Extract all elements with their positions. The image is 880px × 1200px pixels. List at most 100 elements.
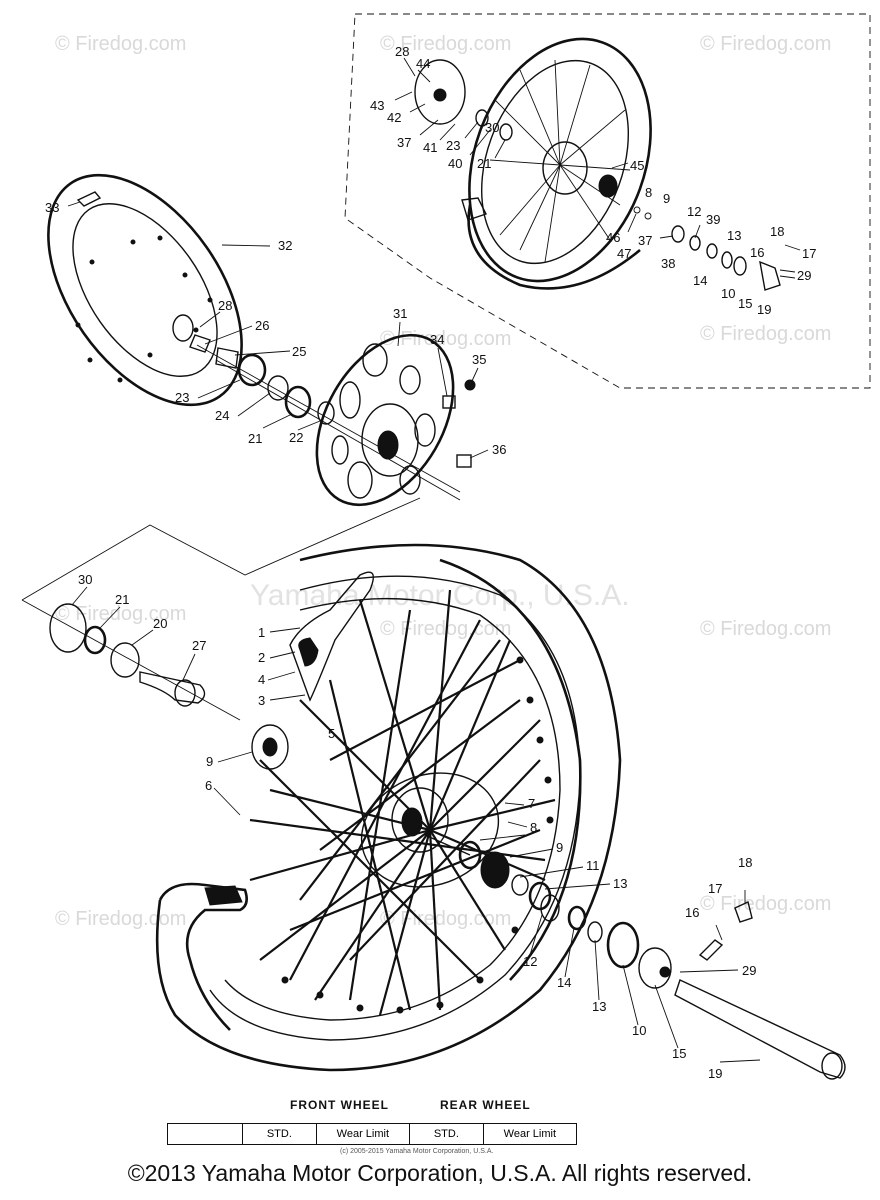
callout-9b: 9: [556, 840, 563, 855]
callout-18: 18: [738, 855, 752, 870]
callout-34: 34: [430, 332, 444, 347]
watermark-text: © Firedog.com: [380, 908, 511, 930]
bearing-9-right: [480, 851, 510, 889]
oil-seal-23: [237, 353, 267, 387]
o-ring-30: [49, 603, 87, 653]
callout-13: 13: [613, 876, 627, 891]
rear-tire-cut: [461, 197, 487, 221]
callout-33: 33: [45, 200, 59, 215]
callout-43: 43: [370, 98, 384, 113]
watermark-text: © Firedog.com: [380, 33, 511, 55]
callout-31: 31: [393, 306, 407, 321]
front-spokes: [249, 589, 556, 1016]
front-rim-inner: [224, 597, 561, 1021]
leader-bracket: [21, 497, 421, 601]
callout-21: 21: [248, 431, 262, 446]
callout-28: 28: [218, 298, 232, 313]
front-rim-outer: [209, 575, 581, 1041]
callout-10: 10: [632, 1023, 646, 1038]
callout-10: 10: [721, 286, 735, 301]
brake-disc-assembly: 33 32 28 26 25 31 34 35 23 24 21 22 36: [45, 173, 506, 507]
callout-25: 25: [292, 344, 306, 359]
brake-disc-outer: [47, 173, 243, 407]
callout-32: 32: [278, 238, 292, 253]
spacer-27-end: [174, 679, 196, 707]
callout-21: 21: [115, 592, 129, 607]
seal-13: [528, 881, 552, 911]
brake-disc-inner: [72, 203, 218, 377]
callout-16: 16: [685, 905, 699, 920]
callout-17: 17: [708, 881, 722, 896]
rear-spokes: [489, 59, 631, 263]
tire-cutaway-bottom: [158, 882, 248, 1031]
callout-13b: 13: [592, 999, 606, 1014]
callout-46: 46: [606, 230, 620, 245]
callout-4: 4: [258, 672, 265, 687]
callout-44: 44: [416, 56, 430, 71]
bolt-36: [456, 454, 472, 468]
callout-13: 13: [727, 228, 741, 243]
table-cell: STD.: [408, 1123, 484, 1145]
callout-30: 30: [485, 120, 499, 135]
tire-bead: [204, 885, 243, 906]
disc-bolt: [76, 191, 102, 207]
table-header-rear: REAR WHEEL: [440, 1098, 531, 1112]
seal-13b: [587, 921, 603, 943]
callout-18: 18: [770, 224, 784, 239]
brake-disc-bolt-holes: [75, 235, 213, 383]
collar-15: [638, 947, 672, 989]
callout-19: 19: [757, 302, 771, 317]
nut-35: [464, 379, 476, 391]
spoke-nipples: [281, 656, 554, 1014]
rear-tire-section: [467, 204, 641, 290]
callout-12: 12: [523, 954, 537, 969]
watermark-text: © Firedog.com: [55, 908, 186, 930]
callout-29: 29: [742, 963, 756, 978]
part-28: [172, 314, 194, 342]
callout-14: 14: [557, 975, 571, 990]
callout-35: 35: [472, 352, 486, 367]
collar-15-bore: [659, 966, 671, 978]
rear-spacer: [499, 123, 513, 141]
callout-19: 19: [708, 1066, 722, 1081]
callout-28: 28: [395, 44, 409, 59]
front-wheel-assembly: 30 21 20 27 1 2 4 3 5 9 6 7 8 9 11 13 12…: [21, 497, 846, 1081]
callout-23: 23: [175, 390, 189, 405]
callout-17: 17: [802, 246, 816, 261]
callout-21: 21: [477, 156, 491, 171]
callout-1: 1: [258, 625, 265, 640]
rear-tire-outer: [468, 37, 652, 283]
callout-8: 8: [645, 185, 652, 200]
callout-22: 22: [289, 430, 303, 445]
pinch-bolt-16: [698, 939, 724, 961]
callout-23: 23: [446, 138, 460, 153]
rear-axle-parts: [633, 206, 801, 291]
hub-flange: [315, 333, 455, 507]
part-26: [189, 334, 211, 353]
callout-40: 40: [448, 156, 462, 171]
callout-5: 5: [328, 726, 335, 741]
spec-table: STD. Wear Limit STD. Wear Limit: [167, 1123, 578, 1145]
rear-plate-center: [433, 88, 447, 102]
callout-37: 37: [397, 135, 411, 150]
callout-7: 7: [528, 796, 535, 811]
table-cell: STD.: [242, 1123, 317, 1145]
middle-leaders: [196, 244, 489, 501]
cotter-17: [715, 924, 723, 941]
callout-38: 38: [661, 256, 675, 271]
callout-39: 39: [706, 212, 720, 227]
callout-16: 16: [750, 245, 764, 260]
front-leaders: [71, 586, 761, 1063]
callout-8: 8: [530, 820, 537, 835]
collar-12: [540, 894, 560, 922]
callout-15: 15: [738, 296, 752, 311]
tire-cutaway-top: [289, 571, 374, 702]
rear-seal: [475, 109, 489, 127]
callout-14: 14: [693, 273, 707, 288]
callout-9: 9: [663, 191, 670, 206]
bearing-21-front: [83, 625, 107, 655]
spacer-27: [139, 671, 206, 704]
watermark-group: © Firedog.com © Firedog.com © Firedog.co…: [55, 33, 831, 930]
hub-center: [361, 403, 419, 477]
